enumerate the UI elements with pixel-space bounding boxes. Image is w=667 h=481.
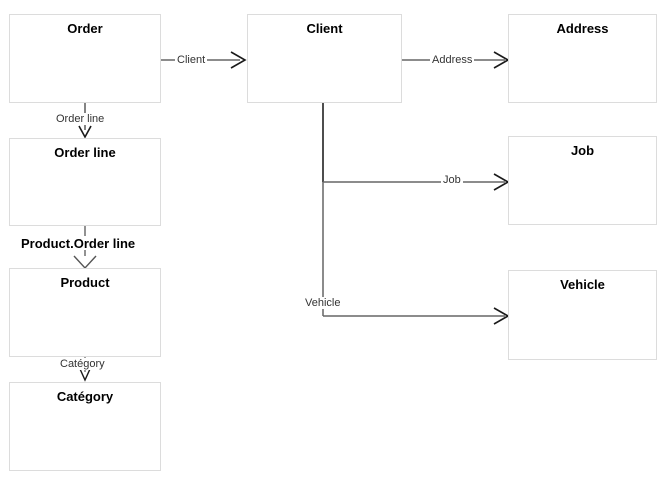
entity-box-product[interactable]: Product	[9, 268, 161, 357]
entity-title-order: Order	[67, 21, 103, 36]
entity-title-product: Product	[60, 275, 110, 290]
entity-title-vehicle: Vehicle	[560, 277, 605, 292]
edge-label-client-vehicle: Vehicle	[303, 297, 343, 309]
edge-label-order-line-product: Product.Order line	[20, 236, 137, 251]
entity-box-order-line[interactable]: Order line	[9, 138, 161, 226]
connector-client-job	[322, 103, 510, 191]
entity-box-vehicle[interactable]: Vehicle	[508, 270, 657, 360]
entity-title-job: Job	[570, 143, 595, 158]
connector-client-vehicle	[322, 182, 510, 325]
entity-box-client[interactable]: Client	[247, 14, 402, 103]
edge-label-order-order-line: Order line	[54, 113, 107, 125]
entity-box-job[interactable]: Job	[508, 136, 657, 225]
entity-box-category[interactable]: Catégory	[9, 382, 161, 471]
edge-label-order-client: Client	[175, 54, 208, 66]
entity-box-address[interactable]: Address	[508, 14, 657, 103]
entity-box-order[interactable]: Order	[9, 14, 161, 103]
entity-title-category: Catégory	[56, 389, 114, 404]
edge-label-client-job: Job	[441, 174, 463, 186]
entity-title-order-line: Order line	[54, 145, 116, 160]
entity-title-address: Address	[556, 21, 609, 36]
edge-label-client-address: Address	[430, 54, 475, 66]
edge-label-product-category: Catégory	[58, 358, 107, 370]
entity-title-client: Client	[306, 21, 343, 36]
